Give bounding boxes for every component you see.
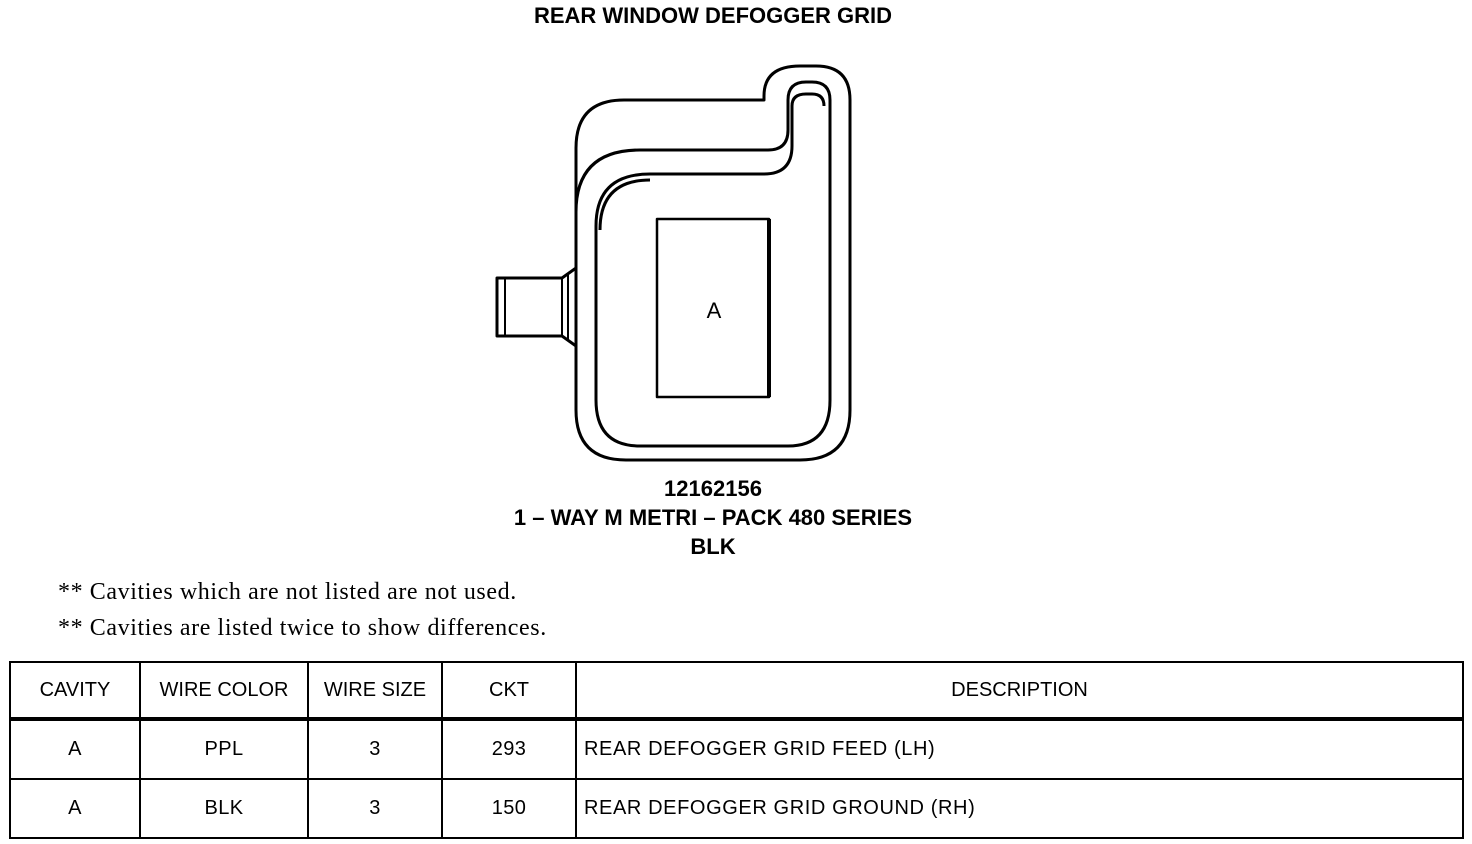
connector-description: 1 – WAY M METRI – PACK 480 SERIES [513, 505, 913, 530]
connector-outer-outline [574, 64, 852, 462]
header-description: DESCRIPTION [575, 661, 1464, 721]
diagram-title: REAR WINDOW DEFOGGER GRID [533, 3, 893, 28]
cell-wire-color: PPL [139, 718, 309, 780]
header-ckt: CKT [441, 661, 577, 721]
header-cavity: CAVITY [9, 661, 141, 721]
connector-ridge [574, 80, 832, 448]
cell-ckt: 293 [441, 718, 577, 780]
cell-description: REAR DEFOGGER GRID GROUND (RH) [575, 778, 1464, 839]
cell-description: REAR DEFOGGER GRID FEED (LH) [575, 718, 1464, 780]
table-row: A PPL 3 293 REAR DEFOGGER GRID FEED (LH) [9, 718, 1464, 780]
note-listed-twice: ** Cavities are listed twice to show dif… [58, 615, 547, 641]
pinout-table: CAVITY WIRE COLOR WIRE SIZE CKT DESCRIPT… [9, 661, 1464, 839]
note-unused-cavities: ** Cavities which are not listed are not… [58, 579, 517, 605]
connector-color: BLK [690, 534, 736, 559]
cell-wire-size: 3 [307, 778, 443, 839]
table-header-row: CAVITY WIRE COLOR WIRE SIZE CKT DESCRIPT… [9, 661, 1464, 721]
latch-tab [495, 266, 577, 348]
cell-cavity: A [9, 718, 141, 780]
cavity-a-label: A [707, 298, 722, 323]
header-wire-size: WIRE SIZE [307, 661, 443, 721]
table-row: A BLK 3 150 REAR DEFOGGER GRID GROUND (R… [9, 778, 1464, 839]
part-number: 12162156 [664, 476, 762, 501]
cell-wire-color: BLK [139, 778, 309, 839]
cell-ckt: 150 [441, 778, 577, 839]
cell-wire-size: 3 [307, 718, 443, 780]
cell-cavity: A [9, 778, 141, 839]
header-wire-color: WIRE COLOR [139, 661, 309, 721]
connector-inner-outline [598, 178, 651, 231]
